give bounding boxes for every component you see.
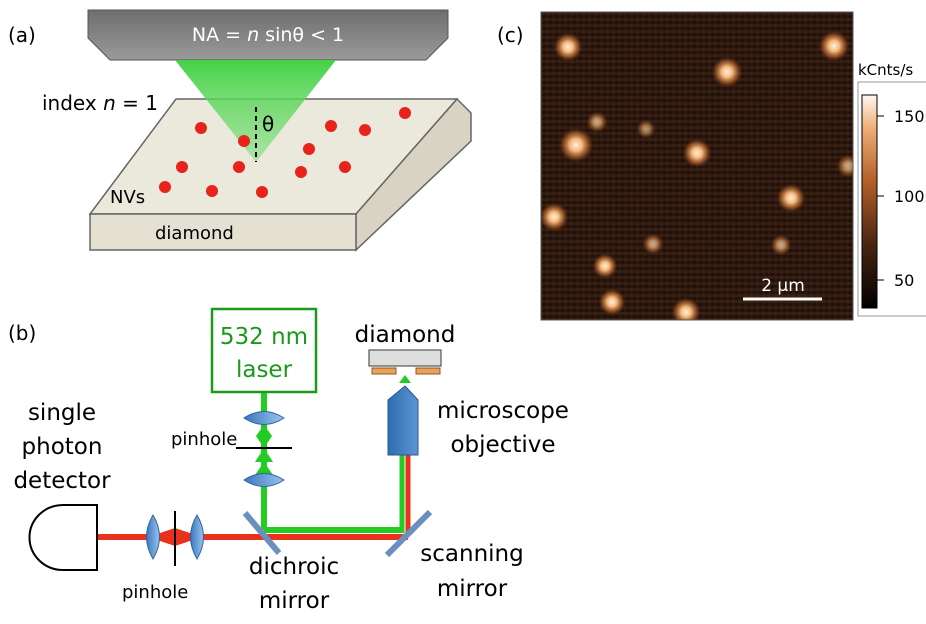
nv-center: [238, 135, 250, 147]
lens-top-upper: [243, 411, 285, 425]
dichroic-mirror: [242, 511, 282, 555]
lens-bottom-left: [146, 514, 160, 560]
scanning-label-line2: mirror: [437, 576, 508, 602]
nv-center: [233, 161, 245, 173]
nv-center: [256, 186, 268, 198]
single-photon-detector: [28, 504, 98, 571]
panel-b: (b) 532 nm laser: [8, 307, 569, 614]
nv-centers: [159, 107, 411, 198]
na-label: NA = n sinθ < 1: [192, 24, 344, 46]
microscope-label-line2: objective: [450, 432, 555, 458]
detector-label-line3: detector: [13, 468, 111, 494]
lens-bottom-right: [190, 514, 204, 560]
nvs-label: NVs: [110, 187, 145, 208]
scanning-mirror: [384, 509, 433, 558]
colorbar-ticks: 150 100 50: [877, 107, 925, 290]
theta-label: θ: [262, 112, 274, 136]
nv-center: [295, 166, 307, 178]
colorbar-tick-label: 100: [894, 187, 925, 206]
laser-label-line2: laser: [236, 357, 293, 383]
confocal-scan-image: [541, 12, 853, 320]
nv-center: [303, 143, 315, 155]
dichroic-label-line1: dichroic: [249, 554, 339, 580]
scale-bar-label: 2 μm: [761, 276, 805, 296]
sample-holder-left: [371, 367, 397, 375]
pinhole-bottom-label: pinhole: [122, 582, 188, 603]
diamond-slab-front: [89, 213, 357, 251]
sample-holder-right: [415, 367, 441, 375]
panel-label-a: (a): [8, 23, 36, 47]
colorbar-tick-label: 150: [894, 107, 925, 126]
nv-center: [325, 120, 337, 132]
nv-center: [176, 161, 188, 173]
pinhole-top-label: pinhole: [171, 429, 237, 450]
panel-label-c: (c): [497, 23, 524, 47]
nv-center: [339, 161, 351, 173]
laser-label-line1: 532 nm: [220, 324, 308, 350]
nv-center: [195, 122, 207, 134]
colorbar-unit: kCnts/s: [858, 61, 913, 79]
diamond-sample: [368, 349, 442, 367]
detector-label-line2: photon: [22, 434, 103, 460]
index-label: index n = 1: [42, 91, 158, 115]
laser-box: [210, 307, 318, 394]
scanning-label-line1: scanning: [420, 541, 523, 567]
nv-center: [399, 107, 411, 119]
colorbar-tick-label: 50: [894, 271, 914, 290]
nv-center: [359, 124, 371, 136]
diamond-label-b: diamond: [355, 322, 456, 348]
panel-label-b: (b): [8, 321, 36, 345]
nv-center: [159, 181, 171, 193]
detector-label-line1: single: [28, 400, 96, 426]
microscope-objective: [387, 385, 419, 456]
diamond-label: diamond: [155, 223, 234, 244]
panel-a: (a) NA = n sinθ < 1 diamond θ: [8, 9, 472, 252]
nv-center: [206, 185, 218, 197]
dichroic-label-line2: mirror: [259, 588, 330, 614]
diamond-slab-right: [355, 97, 472, 252]
beams: [98, 375, 411, 546]
lens-top-lower: [243, 473, 285, 487]
objective-lens-body: [87, 9, 449, 61]
microscope-label-line1: microscope: [437, 398, 569, 424]
panel-c: (c) 2 μm kCnts/s: [497, 11, 926, 321]
colorbar: [861, 94, 878, 309]
